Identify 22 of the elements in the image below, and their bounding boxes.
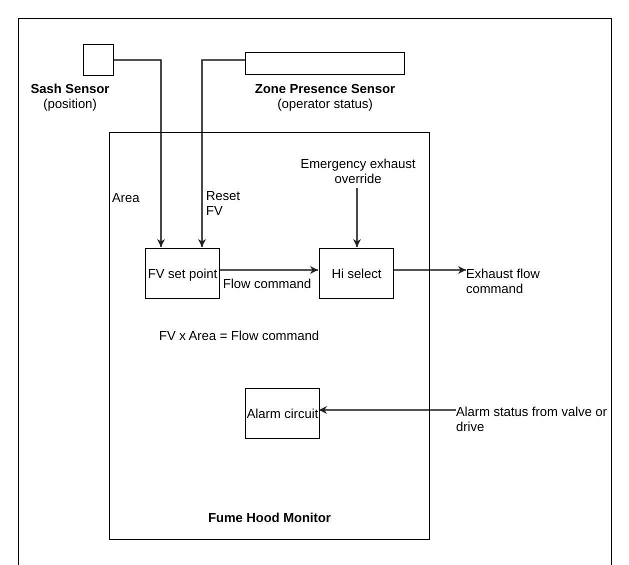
signal-text: Exhaust flow command (466, 264, 586, 298)
sensor-name: Sash Sensor (30, 81, 110, 96)
monitor-title: Fume Hood Monitor (207, 508, 332, 526)
sensor-name: Zone Presence Sensor (254, 81, 396, 96)
arrow (114, 59, 165, 247)
edge-label: Area (112, 190, 140, 205)
formula-note: FV x Area = Flow command (159, 327, 320, 345)
arrow (393, 266, 466, 274)
edge-label: Flow command (222, 276, 312, 291)
signal-text: Emergency exhaust override (295, 153, 421, 189)
signal-text: Alarm status from valve or drive (456, 402, 616, 436)
sensor-description: (operator status) (276, 96, 374, 111)
sensor-description: (position) (42, 96, 98, 111)
edge-label: Reset FV (206, 188, 241, 218)
process-box: Alarm circuit (245, 388, 320, 439)
arrow (198, 59, 245, 247)
arrow (319, 406, 456, 414)
arrow (219, 266, 318, 274)
monitor-box (109, 132, 430, 540)
process-box: Hi select (319, 248, 394, 299)
arrow (353, 188, 361, 247)
process-box: FV set point (145, 248, 220, 299)
